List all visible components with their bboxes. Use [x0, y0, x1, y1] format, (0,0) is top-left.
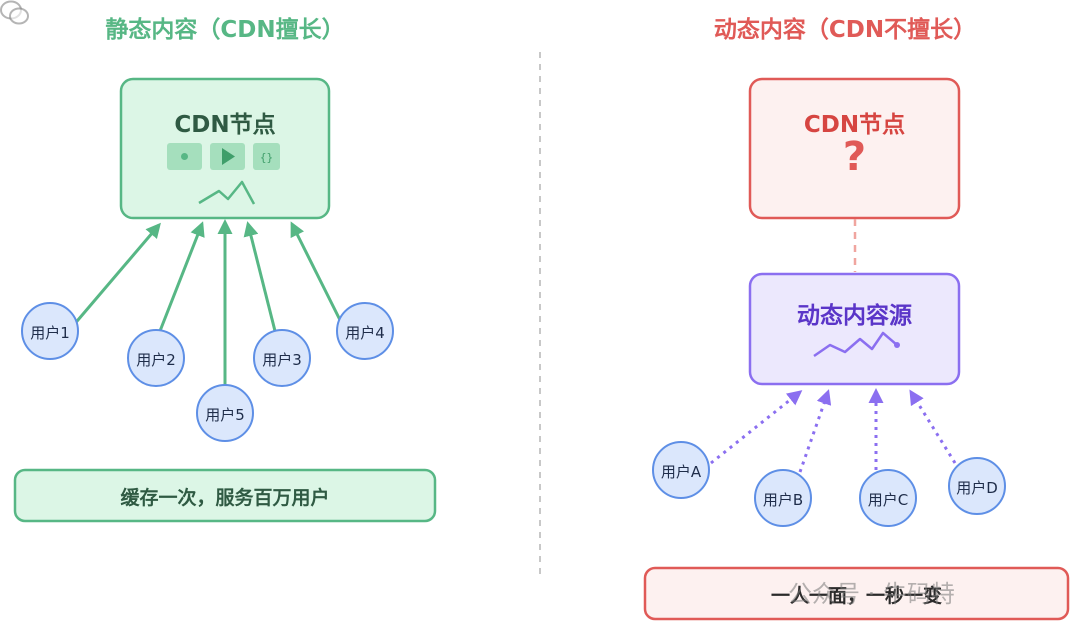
user-circle-B [754, 469, 812, 527]
left-banner-box [13, 468, 437, 523]
user-label-3: 用户3 [262, 351, 302, 369]
user-label-5: 用户5 [205, 406, 245, 424]
user-label-A: 用户A [660, 463, 702, 481]
left-banner-text: 缓存一次，服务百万用户 [120, 487, 330, 509]
user-circle-5 [196, 384, 254, 442]
watermark-text: 公众号 · 牛码特 [788, 580, 955, 608]
right-cdn-node-title: CDN节点 [803, 112, 906, 138]
code-icon [253, 143, 280, 170]
arrow-user2 [158, 221, 205, 332]
right-cdn-node-box [748, 77, 961, 220]
user-label-2: 用户2 [136, 351, 176, 369]
origin-chart-dot [894, 342, 900, 348]
user-circle-D [948, 457, 1006, 515]
wechat-icon [0, 0, 29, 25]
right-banner-box [643, 566, 1070, 621]
right-section-title: 动态内容（CDN不擅长） [713, 17, 977, 43]
play-icon-triangle [222, 148, 235, 165]
origin-title: 动态内容源 [797, 303, 912, 329]
right-banner-text: 一人一面，一秒一变 [770, 585, 942, 607]
user-circle-1 [21, 302, 79, 360]
arrow-user3 [243, 221, 277, 332]
user-circle-3 [253, 329, 311, 387]
user-circle-C [859, 469, 917, 527]
code-icon-braces: {} [260, 151, 273, 164]
arrow-userA [710, 390, 803, 465]
user-circle-4 [336, 302, 394, 360]
origin-chart-icon [813, 331, 898, 358]
arrow-userB [798, 389, 832, 473]
user-label-C: 用户C [867, 491, 909, 509]
arrow-user1 [70, 222, 161, 328]
user-label-1: 用户1 [30, 324, 70, 342]
user-label-4: 用户4 [345, 324, 385, 342]
dot-icon-center [181, 153, 188, 160]
origin-box [748, 272, 961, 386]
arrow-user4 [290, 221, 347, 331]
arrow-userD [909, 389, 957, 464]
user-label-D: 用户D [956, 479, 998, 497]
user-circle-2 [127, 329, 185, 387]
left-chart-icon [198, 180, 256, 205]
user-circle-A [652, 441, 710, 499]
left-cdn-node-title: CDN节点 [174, 112, 276, 138]
question-mark-icon: ? [842, 134, 867, 180]
user-label-B: 用户B [762, 491, 804, 509]
left-section-title: 静态内容（CDN擅长） [105, 17, 345, 43]
